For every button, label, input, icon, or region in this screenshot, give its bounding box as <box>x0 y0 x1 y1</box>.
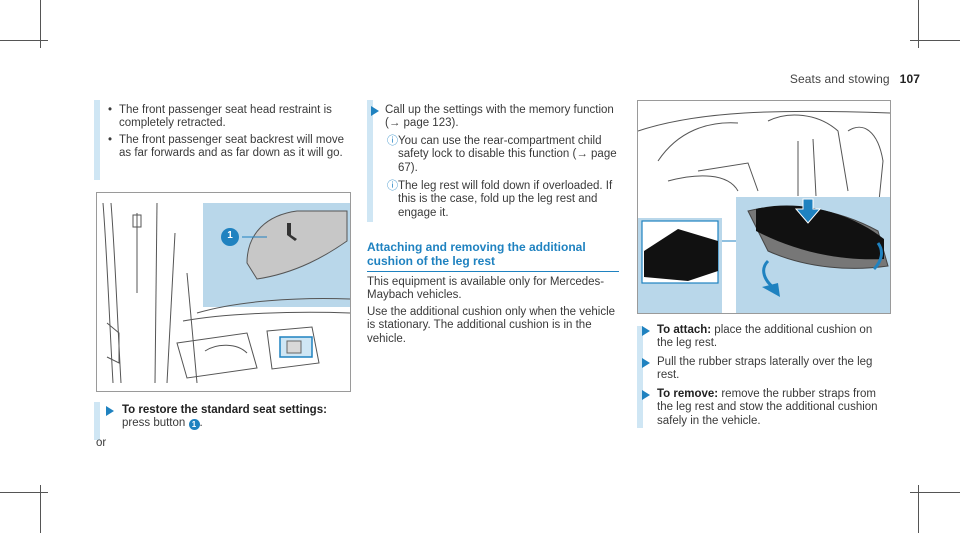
step-arrow-icon <box>642 326 650 336</box>
figure-callout: 1 <box>227 230 233 241</box>
or-label: or <box>96 437 107 449</box>
paragraph: This equipment is available only for Mer… <box>367 276 605 302</box>
step-arrow-icon <box>106 406 114 416</box>
step-remove: To remove: remove the rubber straps from… <box>637 388 889 428</box>
paragraph: Use the additional cushion only when the… <box>367 306 616 345</box>
info-icon: ⓘ <box>387 135 398 147</box>
step-attach: To attach: place the additional cushion … <box>637 324 889 351</box>
note-bar <box>367 100 373 222</box>
list-item: •The front passenger seat head restraint… <box>108 104 332 130</box>
callout-badge-icon: 1 <box>188 419 200 431</box>
note-bar <box>637 354 643 396</box>
bullet-list: •The front passenger seat head restraint… <box>106 104 356 161</box>
note-bar <box>637 326 643 368</box>
section-heading: Attaching and removing the additional cu… <box>367 240 619 272</box>
step-pull: Pull the rubber straps laterally over th… <box>637 356 889 383</box>
note-bar <box>637 388 643 428</box>
step-arrow-icon <box>371 106 379 116</box>
step-memory: Call up the settings with the memory fun… <box>367 104 619 131</box>
seat-button-figure: 1 <box>96 192 351 392</box>
step-restore: To restore the standard seat settings: p… <box>106 404 356 431</box>
leg-rest-illustration <box>638 110 890 313</box>
info-icon: ⓘ <box>387 180 398 192</box>
page-number: 107 <box>899 72 920 86</box>
door-panel-illustration <box>102 202 350 384</box>
step-arrow-icon <box>642 358 650 368</box>
leg-rest-figure <box>637 100 891 314</box>
step-arrow-icon <box>642 390 650 400</box>
note-bar <box>94 100 100 180</box>
list-item: •The front passenger seat backrest will … <box>108 133 344 160</box>
running-header: Seats and stowing 107 <box>790 72 920 86</box>
note-bar <box>94 402 100 440</box>
section-title: Seats and stowing <box>789 72 890 86</box>
